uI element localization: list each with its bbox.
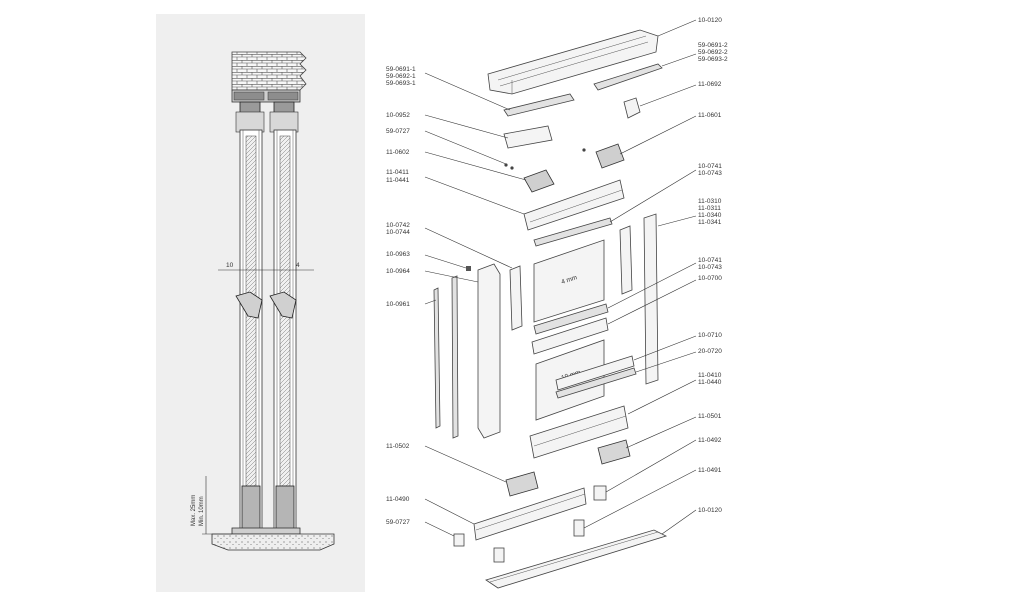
label-part: 11-0490	[386, 496, 410, 503]
exploded-parts: 4 mm 10 mm	[433, 29, 668, 589]
label-part: 10-0700	[698, 275, 722, 282]
part-top-track	[487, 29, 659, 95]
label-part: 59-0727	[386, 519, 410, 526]
label-part: 10-0963	[386, 251, 410, 258]
floor-min-label: Min. 10mm	[199, 496, 205, 526]
upper-panel-label: 4 mm	[560, 274, 578, 286]
label-part: 11-0441	[386, 177, 410, 184]
handle-left	[235, 291, 263, 319]
label-part: 10-0742	[386, 222, 410, 229]
label-part: 11-0310	[698, 198, 722, 205]
ceiling-wall	[231, 51, 307, 91]
bottom-track	[231, 527, 301, 535]
part-bottom-small	[493, 547, 505, 563]
part-right-stile	[643, 213, 659, 385]
label-part: 10-0961	[386, 301, 410, 308]
label-part: 11-0692	[698, 81, 722, 88]
part-upper-rail	[523, 179, 625, 231]
part-rail-thin	[533, 217, 613, 247]
part-side-profile-small	[509, 265, 523, 331]
label-part: 11-0341	[698, 219, 722, 226]
label-part: 11-0501	[698, 413, 722, 420]
part-bottom-rail	[529, 405, 629, 459]
bottom-roller-right	[275, 485, 295, 531]
part-guide-small	[573, 519, 585, 537]
label-part: 10-0741	[698, 163, 722, 170]
label-part: 11-0440	[698, 379, 722, 386]
label-part: 10-0964	[386, 268, 410, 275]
label-part: 59-0693-2	[698, 56, 728, 63]
label-part: 10-0120	[698, 17, 722, 24]
part-tall-profile	[477, 263, 501, 439]
label-part: 11-0491	[698, 467, 722, 474]
label-part: 11-0340	[698, 212, 722, 219]
part-mid-rail-a	[533, 303, 609, 335]
bottom-roller-left	[241, 485, 261, 531]
part-bottom-roller-b	[505, 471, 539, 497]
part-mid-rail-b	[531, 317, 609, 355]
label-part: 10-0744	[386, 229, 410, 236]
part-labels: 10-0120 59-0691-2 59-0692-2 59-0693-2 11…	[386, 17, 728, 526]
label-part: 10-0952	[386, 112, 410, 119]
floor	[211, 533, 335, 551]
label-part: 20-0720	[698, 348, 722, 355]
floor-max-label: Max. 25mm	[191, 495, 197, 526]
dim-left-label: 10	[226, 262, 234, 269]
label-part: 11-0492	[698, 437, 722, 444]
part-bar-b	[433, 287, 441, 429]
label-part: 11-0502	[386, 443, 410, 450]
section-view: 10 4 Max. 25mm Min. 10mm	[191, 51, 335, 551]
part-top-roller-a	[523, 169, 555, 193]
label-part: 10-0120	[698, 507, 722, 514]
label-part: 59-0727	[386, 128, 410, 135]
label-part: 59-0692-1	[386, 73, 416, 80]
label-part: 11-0311	[698, 205, 721, 212]
label-part: 59-0691-2	[698, 42, 728, 49]
label-part: 11-0601	[698, 112, 722, 119]
part-clip	[623, 97, 641, 119]
part-strip-left	[503, 93, 575, 117]
part-bottom-guide	[473, 487, 587, 541]
label-part: 10-0710	[698, 332, 722, 339]
label-part: 11-0602	[386, 149, 410, 156]
part-guide-block	[593, 485, 607, 501]
label-part: 10-0743	[698, 264, 722, 271]
part-lower-rail-a	[555, 355, 635, 391]
part-strip-right	[593, 63, 663, 91]
label-part: 11-0411	[386, 169, 409, 176]
handle-right	[269, 291, 297, 319]
leader-lines	[424, 19, 697, 537]
part-top-roller-b	[595, 143, 625, 169]
part-side-profile-right	[619, 225, 633, 295]
label-part: 59-0692-2	[698, 49, 728, 56]
part-bottom-track	[485, 529, 668, 589]
part-bottom-roller-a	[597, 439, 631, 465]
part-stopper	[453, 533, 465, 547]
part-bar-a	[451, 275, 459, 439]
part-lower-rail-b	[555, 367, 637, 399]
label-part: 11-0410	[698, 372, 722, 379]
label-part: 59-0691-1	[386, 66, 416, 73]
dim-right-label: 4	[296, 262, 300, 269]
label-part: 10-0743	[698, 170, 722, 177]
label-part: 10-0741	[698, 257, 722, 264]
part-block	[503, 125, 553, 149]
label-part: 59-0693-1	[386, 80, 416, 87]
part-upper-panel	[533, 239, 605, 323]
